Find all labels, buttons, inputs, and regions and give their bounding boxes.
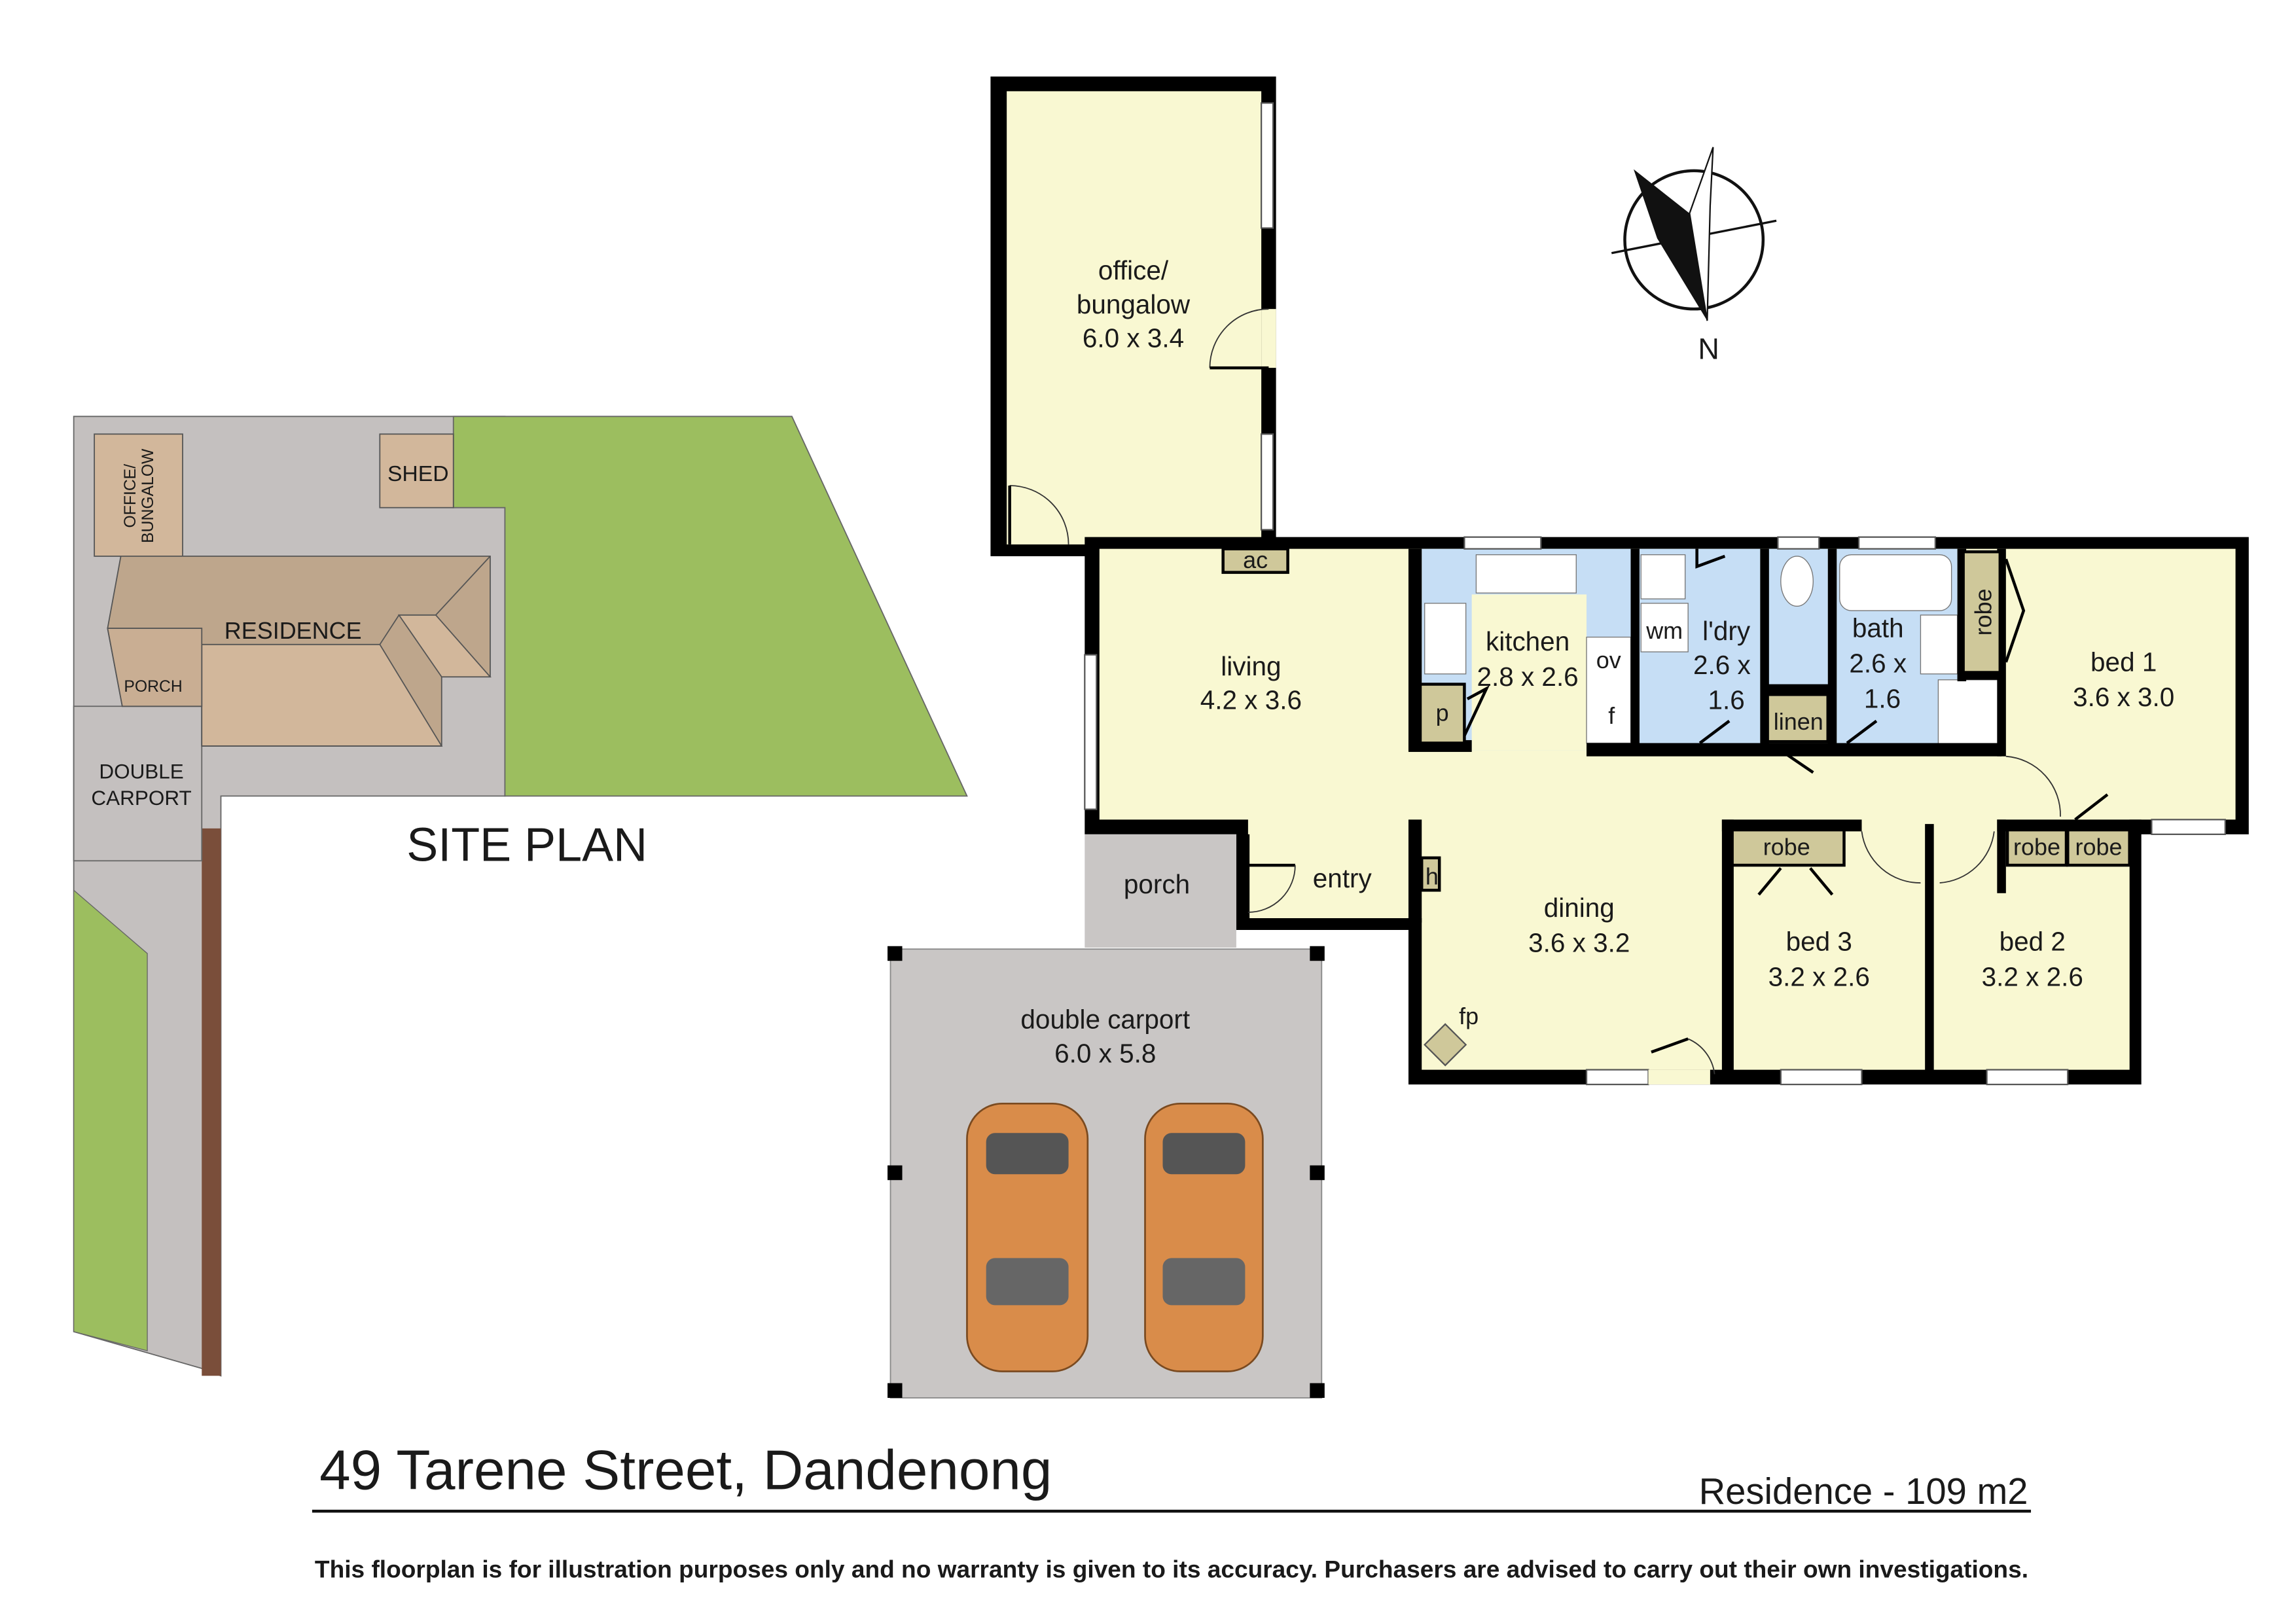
laundry-size: 2.6 x [1693, 650, 1751, 680]
site-lawn-strip [73, 889, 148, 1351]
dining-label: dining [1544, 893, 1615, 923]
bed3-label: bed 3 [1786, 926, 1852, 956]
kitchen-size: 2.8 x 2.6 [1477, 662, 1578, 692]
washer [1640, 603, 1689, 652]
fridge-label: f [1608, 702, 1615, 729]
office-door [1209, 308, 1269, 368]
bed3-size: 3.2 x 2.6 [1768, 961, 1870, 991]
bed2-robe-label: robe [2013, 833, 2060, 860]
office-window-2 [1261, 433, 1274, 531]
residence-area: Residence - 109 m2 [1699, 1471, 2028, 1512]
bed1-robe [1962, 550, 2002, 674]
site-plan: OFFICE/ BUNGALOW SHED RESIDENCE PORCH DO… [73, 416, 968, 1377]
pantry-label: p [1436, 700, 1449, 726]
site-residence-label: RESIDENCE [224, 617, 362, 644]
floor-plan: office/ bungalow 6.0 x 3.4 living 4.2 x … [888, 76, 2249, 1399]
bed1-robe-label: robe [1969, 588, 1996, 635]
bath-size: 2.6 x [1849, 649, 1907, 679]
laundry-label: l'dry [1702, 616, 1751, 646]
car-icon [966, 1102, 1089, 1372]
site-porch-roof [107, 628, 203, 707]
site-residence-roof-lower [201, 643, 443, 747]
entry-label: entry [1313, 863, 1372, 893]
shower [1937, 679, 2001, 751]
site-lawn [452, 416, 968, 797]
washer-label: wm [1645, 617, 1683, 644]
property-address: 49 Tarene Street, Dandenong [319, 1439, 1052, 1501]
bed2-robe-label-2: robe [2075, 833, 2122, 860]
office-label-2: bungalow [1077, 289, 1191, 319]
oven-fridge [1586, 636, 1632, 744]
site-office [94, 433, 183, 557]
porch-label: porch [1124, 869, 1190, 899]
toilet [1780, 556, 1814, 607]
site-office-label-2: BUNGALOW [139, 448, 157, 543]
linen-label: linen [1774, 708, 1823, 735]
disclaimer: This floorplan is for illustration purpo… [315, 1555, 2028, 1582]
carport-label: double carport [1020, 1005, 1190, 1035]
bed1-size: 3.6 x 3.0 [2073, 682, 2174, 712]
office-window [1261, 102, 1274, 229]
site-shed-label: SHED [387, 461, 449, 486]
living-label: living [1221, 651, 1281, 681]
living-size: 4.2 x 3.6 [1200, 685, 1302, 715]
office-size: 6.0 x 3.4 [1083, 323, 1184, 353]
dining-size: 3.6 x 3.2 [1528, 928, 1630, 958]
fireplace [1424, 1023, 1467, 1067]
laundry-size-2: 1.6 [1708, 685, 1744, 715]
ac-unit [1221, 547, 1289, 574]
site-carport-label: DOUBLE [99, 760, 183, 783]
ac-label: ac [1243, 546, 1268, 573]
heater [1420, 856, 1441, 892]
site-roof-hip [397, 614, 492, 678]
compass-circle [1623, 169, 1765, 311]
compass-north-label: N [1698, 332, 1719, 366]
site-porch-label: PORCH [124, 678, 182, 696]
site-fence [202, 828, 221, 1376]
bed1-label: bed 1 [2090, 647, 2157, 677]
bed3-robe-label: robe [1763, 833, 1810, 860]
office-label: office/ [1098, 255, 1169, 285]
pantry [1418, 683, 1466, 745]
bed2-robe-a [2005, 828, 2068, 867]
bed2-size: 3.2 x 2.6 [1982, 961, 2083, 991]
bed2-label: bed 2 [2000, 926, 2066, 956]
carport-size: 6.0 x 5.8 [1054, 1038, 1156, 1068]
compass: N [1611, 147, 1777, 366]
bed2-robe-b [2066, 828, 2131, 867]
car-icon [1144, 1102, 1264, 1372]
compass-needle-icon [1633, 169, 1708, 321]
carport-posts [888, 946, 1325, 1398]
oven-label: ov [1596, 647, 1621, 673]
bath-label: bath [1852, 613, 1904, 643]
site-plan-title: SITE PLAN [406, 819, 647, 871]
site-shed [379, 433, 454, 508]
fireplace-label: fp [1459, 1003, 1479, 1029]
trough [1640, 554, 1686, 599]
cooktop [1424, 603, 1467, 675]
bath-size-2: 1.6 [1864, 683, 1901, 713]
site-office-label: OFFICE/ [122, 464, 139, 528]
site-carport [73, 705, 203, 862]
site-carport-label-2: CARPORT [91, 787, 191, 810]
doors [1247, 548, 2109, 1085]
porch-floor [1085, 834, 1236, 948]
windows [1084, 536, 2226, 1086]
bed3-robe [1731, 828, 1846, 867]
bathtub [1839, 554, 1952, 611]
kitchen-label: kitchen [1486, 626, 1570, 656]
footer: 49 Tarene Street, Dandenong Residence - … [312, 1439, 2032, 1582]
room-office [1007, 91, 1262, 544]
sink [1475, 554, 1577, 594]
heater-label: h [1426, 863, 1439, 889]
basin [1920, 615, 1958, 675]
linen-cupboard [1766, 693, 1830, 743]
